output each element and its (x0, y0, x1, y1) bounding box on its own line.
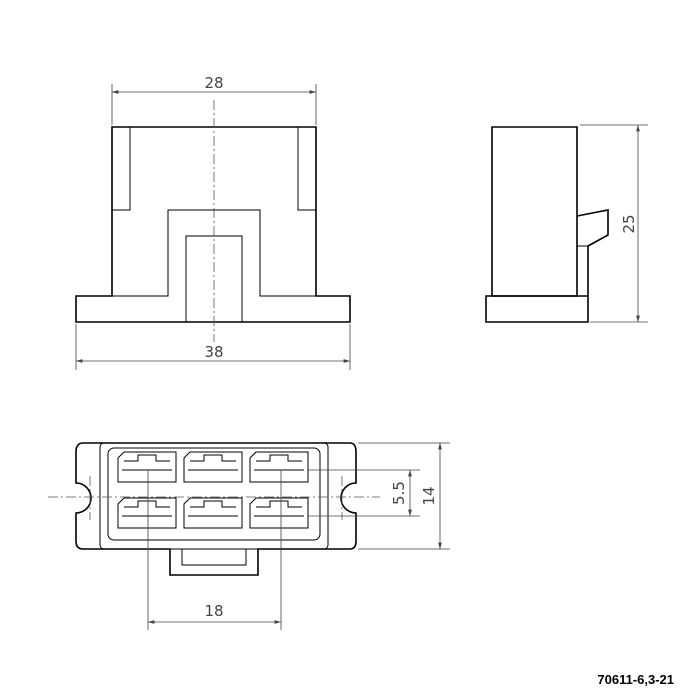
bottom-tab-inner (181, 549, 247, 566)
cavity-row-top (117, 451, 309, 483)
cavity (183, 497, 243, 529)
cavity (117, 451, 177, 483)
side-latch (576, 209, 609, 296)
dim-text-base-width: 38 (204, 343, 223, 361)
cavity (183, 451, 243, 483)
dim-text-height: 25 (620, 214, 638, 233)
dim-text-tab-width: 18 (204, 602, 223, 620)
front-body-outline (75, 126, 351, 323)
dim-text-pitch: 5.5 (390, 481, 408, 505)
front-left-rib (112, 126, 131, 211)
side-base (485, 295, 589, 323)
front-view: 28 38 (75, 74, 351, 370)
bottom-flange-outline (75, 442, 357, 576)
part-number-label: 70611-6,3-21 (597, 672, 674, 687)
front-right-rib (297, 126, 316, 211)
bottom-cavity-frame (107, 447, 321, 541)
dim-text-depth: 14 (420, 486, 438, 505)
front-latch-window (185, 235, 243, 322)
dim-text-top-width: 28 (204, 74, 223, 92)
bottom-housing-inner (99, 442, 329, 550)
side-body-outline (491, 126, 578, 297)
cavity (249, 497, 309, 529)
cavity (117, 497, 177, 529)
side-view: 25 (485, 124, 648, 323)
cavity (249, 451, 309, 483)
bottom-view: 5.5 14 18 (48, 442, 450, 630)
cavity-row-bottom (117, 497, 309, 529)
